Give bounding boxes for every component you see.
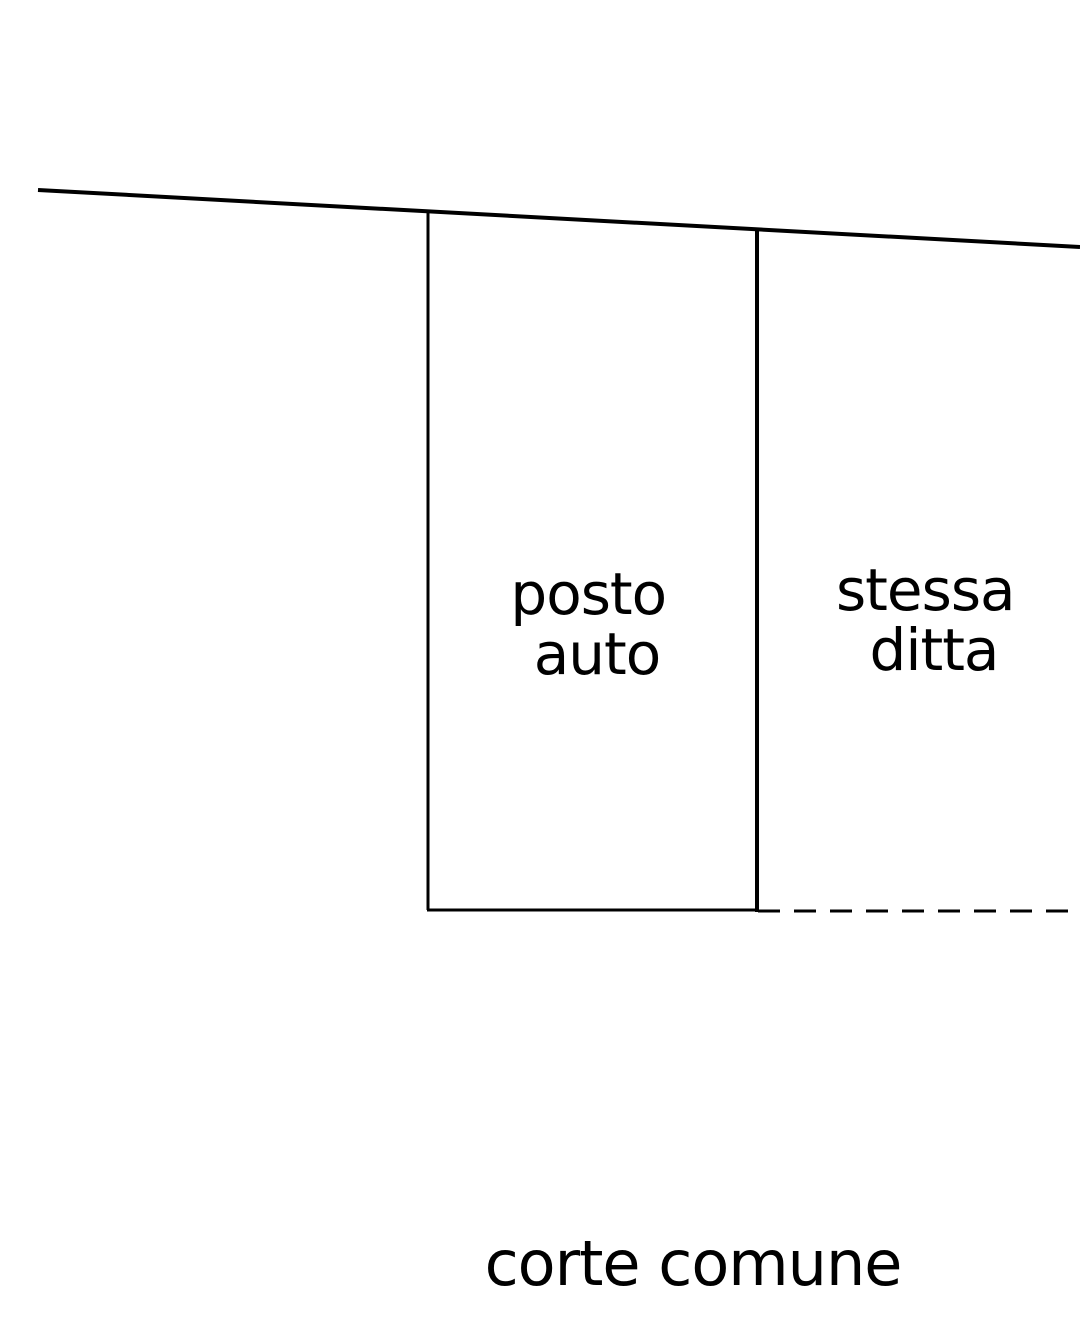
parcel-label-line: auto bbox=[534, 620, 661, 688]
parcel-label-line: stessa bbox=[836, 556, 1015, 624]
parcel-label-posto-auto: posto auto bbox=[510, 560, 683, 688]
area-label-corte-comune: corte comune bbox=[485, 1227, 902, 1300]
boundary-line-top bbox=[37, 188, 1080, 249]
parcel-label-line: posto bbox=[510, 560, 666, 628]
parcel-label-line: ditta bbox=[870, 616, 999, 684]
parcel-label-stessa-ditta: stessa ditta bbox=[836, 556, 1032, 684]
